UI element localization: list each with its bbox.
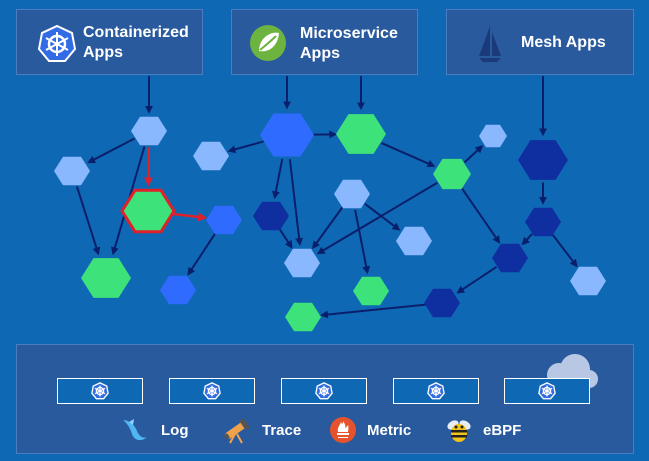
mesh-apps-box: Mesh Apps (446, 9, 634, 75)
service-graph (54, 76, 606, 332)
service-node[interactable] (54, 156, 90, 186)
containerized-apps-label: Containerized Apps (83, 24, 189, 61)
service-node[interactable] (253, 201, 289, 231)
service-node[interactable] (433, 158, 471, 190)
service-edge (316, 181, 438, 255)
log-icon (123, 419, 147, 441)
service-node[interactable] (492, 243, 528, 273)
service-node[interactable] (525, 207, 561, 237)
service-edge (227, 140, 264, 154)
service-edge (187, 232, 216, 276)
kubernetes-icon (538, 382, 556, 400)
kubernetes-icon (203, 382, 221, 400)
legend-ebpf: eBPF (445, 417, 521, 443)
service-edge (279, 228, 293, 249)
service-edge (312, 206, 344, 250)
service-edge (354, 209, 371, 275)
service-node[interactable] (193, 141, 229, 171)
trace-telescope-icon (223, 418, 250, 444)
service-node[interactable] (336, 114, 386, 154)
service-edge (381, 142, 436, 168)
service-node[interactable] (353, 276, 389, 306)
kubernetes-icon (315, 382, 333, 400)
kubernetes-icon (427, 382, 445, 400)
service-node[interactable] (260, 113, 314, 157)
service-node[interactable] (81, 258, 131, 298)
legend-metric-label: Metric (367, 421, 412, 439)
service-edge (460, 187, 501, 244)
highlighted-edge (171, 212, 208, 222)
service-edge (521, 233, 533, 246)
prometheus-metric-icon (330, 417, 356, 443)
spring-icon (250, 25, 286, 61)
containerized-apps-box: Containerized Apps (16, 9, 203, 75)
ebpf-bee-icon (447, 420, 471, 442)
cluster-node-chip[interactable] (169, 378, 255, 404)
service-node[interactable] (131, 116, 167, 146)
infrastructure-panel: Log Trace Metric eBPF (16, 344, 634, 454)
service-edge (320, 303, 426, 319)
service-node[interactable] (396, 226, 432, 256)
kubernetes-icon (91, 382, 109, 400)
legend-log-label: Log (161, 421, 189, 439)
cluster-node-chip[interactable] (504, 378, 590, 404)
legend-trace: Trace (222, 417, 302, 444)
service-edge (552, 234, 578, 268)
legend-ebpf-label: eBPF (483, 421, 522, 439)
microservice-apps-box: Microservice Apps (231, 9, 418, 75)
legend-metric: Metric (329, 417, 411, 443)
service-node[interactable] (424, 288, 460, 318)
service-edge (75, 186, 101, 256)
service-edge (463, 145, 484, 164)
service-edge (456, 266, 498, 294)
service-node[interactable] (518, 140, 568, 180)
service-edge (87, 137, 136, 164)
legend-trace-label: Trace (262, 421, 302, 439)
kubernetes-icon (37, 24, 77, 62)
microservice-apps-label: Microservice Apps (300, 25, 398, 62)
service-node[interactable] (479, 124, 507, 148)
legend-log: Log (121, 417, 189, 443)
service-edge (288, 159, 304, 247)
cluster-node-chip[interactable] (281, 378, 367, 404)
istio-sail-icon (479, 26, 501, 62)
cluster-node-chip[interactable] (57, 378, 143, 404)
service-node[interactable] (285, 302, 321, 332)
service-node[interactable] (206, 205, 242, 235)
service-edge (271, 158, 284, 200)
service-node[interactable] (334, 179, 370, 209)
mesh-apps-label: Mesh Apps (521, 34, 606, 51)
highlighted-service-node[interactable] (120, 188, 176, 234)
service-node[interactable] (570, 266, 606, 296)
service-node[interactable] (160, 275, 196, 305)
service-node[interactable] (284, 248, 320, 278)
cluster-node-chip[interactable] (393, 378, 479, 404)
